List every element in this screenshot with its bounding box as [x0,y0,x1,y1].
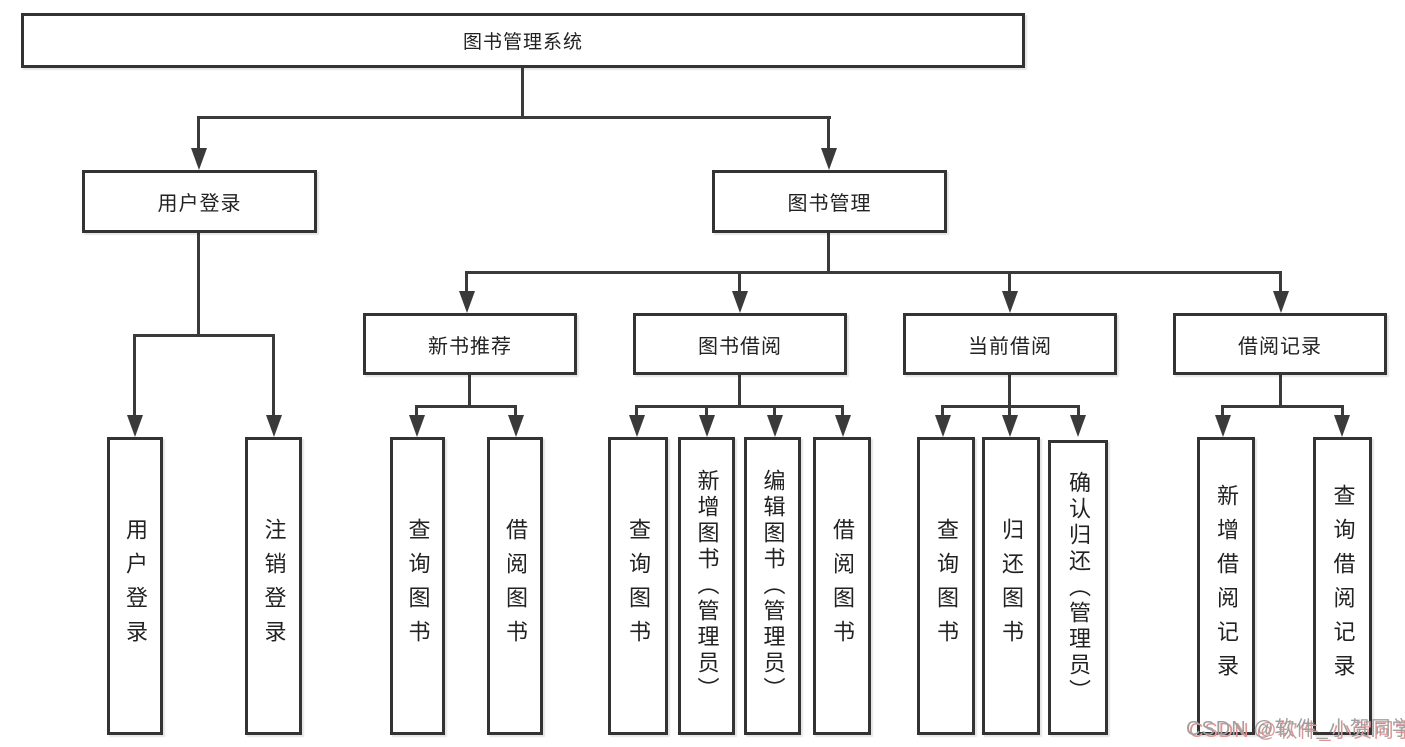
node-query-books-borrowing: 查询图书 [608,437,668,735]
node-user-login-module: 用户登录 [82,170,317,233]
node-library-management-system: 图书管理系统 [21,13,1025,68]
node-label: 当前借阅 [968,335,1052,358]
node-label: 新增图书（管理员） [694,469,720,703]
connector-line [827,116,830,150]
node-book-borrowing: 图书借阅 [633,313,847,375]
node-return-books: 归还图书 [982,437,1040,735]
node-label: 图书管理系统 [462,32,583,53]
node-label: 借阅图书 [503,518,528,654]
node-add-books-admin: 新增图书（管理员） [678,437,735,735]
connector-line [197,116,200,150]
node-borrowing-records: 借阅记录 [1173,313,1387,375]
node-label: 借阅记录 [1238,335,1322,358]
arrow-down-icon [835,415,851,437]
node-add-borrowing-record: 新增借阅记录 [1197,437,1255,735]
connector-line [133,334,136,417]
node-confirm-return-admin: 确认归还（管理员） [1048,440,1108,735]
csdn-watermark: CSDN @软件_小贺同学 [1186,718,1405,740]
arrow-down-icon [409,415,425,437]
connector-line [1008,405,1011,418]
connector-line [468,375,471,408]
connector-line [1077,405,1080,418]
node-book-management: 图书管理 [712,170,947,233]
connector-line [738,271,741,293]
node-query-books-recommend: 查询图书 [390,437,445,735]
connector-line [272,334,275,417]
connector-line [197,116,831,119]
node-borrow-books: 借阅图书 [813,437,871,735]
node-label: 用户登录 [157,193,242,215]
connector-line [514,405,517,418]
connector-line [465,271,1282,274]
node-borrow-books-recommend: 借阅图书 [487,437,543,735]
node-logout: 注销登录 [245,437,302,735]
arrow-down-icon [1070,415,1086,437]
arrow-down-icon [699,415,715,437]
connector-line [1008,271,1011,293]
connector-line [1279,375,1282,408]
node-label: 查询图书 [626,518,651,654]
node-label: 图书借阅 [698,335,782,358]
node-label: 用户登录 [123,518,148,654]
arrow-down-icon [1002,291,1018,313]
arrow-down-icon [508,415,524,437]
connector-line [415,405,517,408]
arrow-down-icon [266,415,282,437]
connector-line [1221,405,1224,418]
node-new-book-recommendation: 新书推荐 [363,313,577,375]
node-current-borrowing: 当前借阅 [903,313,1117,375]
connector-line [705,405,708,418]
arrow-down-icon [459,291,475,313]
connector-line [773,405,776,418]
node-query-borrowing-record: 查询借阅记录 [1313,437,1372,735]
connector-line [1221,405,1344,408]
connector-line [197,233,200,337]
connector-line [827,233,830,274]
connector-line [415,405,418,418]
arrow-down-icon [191,148,207,170]
arrow-down-icon [1334,415,1350,437]
node-label: 新增借阅记录 [1214,484,1239,688]
node-label: 图书管理 [787,193,872,215]
node-edit-books-admin: 编辑图书（管理员） [744,437,801,735]
arrow-down-icon [127,415,143,437]
node-label: 借阅图书 [830,518,855,654]
connector-line [635,405,638,418]
connector-line [635,405,844,408]
connector-line [941,405,944,418]
arrow-down-icon [1273,291,1289,313]
node-label: 查询图书 [934,518,959,654]
connector-line [738,375,741,408]
arrow-down-icon [767,415,783,437]
arrow-down-icon [1002,415,1018,437]
connector-line [521,68,524,119]
connector-line [841,405,844,418]
node-label: 查询图书 [405,518,431,654]
arrow-down-icon [821,148,837,170]
connector-line [1279,271,1282,293]
connector-line [133,334,275,337]
node-label: 新书推荐 [428,335,512,358]
connector-line [1341,405,1344,418]
node-label: 注销登录 [261,518,287,654]
node-label: 归还图书 [999,518,1024,654]
arrow-down-icon [629,415,645,437]
arrow-down-icon [1215,415,1231,437]
node-user-login-leaf: 用户登录 [107,437,163,735]
node-label: 确认归还（管理员） [1066,470,1091,705]
arrow-down-icon [935,415,951,437]
node-label: 编辑图书（管理员） [760,469,786,703]
node-query-books-current: 查询图书 [917,437,975,735]
node-label: 查询借阅记录 [1330,484,1356,688]
arrow-down-icon [732,291,748,313]
connector-line [1008,375,1011,408]
connector-line [465,271,468,293]
